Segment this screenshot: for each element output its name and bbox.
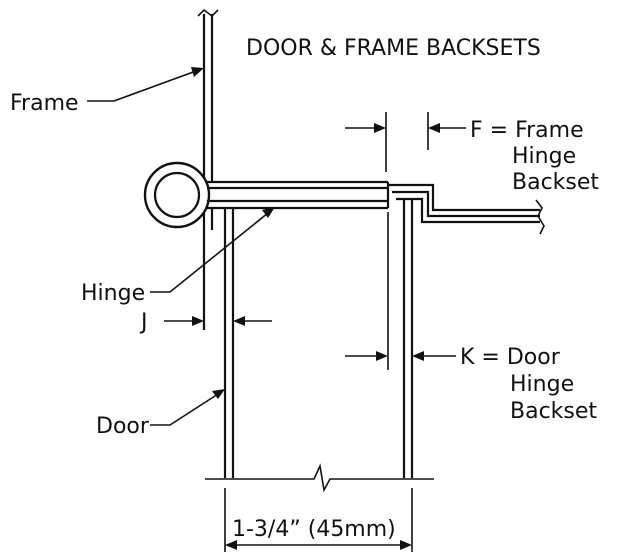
j-label: J <box>139 310 148 335</box>
dimension-k <box>345 212 456 370</box>
k-label-line2: Hinge <box>510 372 574 397</box>
hinge-barrel <box>143 161 211 229</box>
diagram-title: DOOR & FRAME BACKSETS <box>246 36 541 61</box>
frame-label: Frame <box>10 91 79 116</box>
hinge-leaves <box>207 180 390 210</box>
dimension-j <box>164 316 272 326</box>
hinge-label: Hinge <box>81 281 145 306</box>
hinge-leader <box>150 207 275 293</box>
frame-leader <box>87 67 204 102</box>
door <box>223 199 414 478</box>
dimension-f <box>345 112 466 172</box>
door-leader <box>150 389 225 426</box>
k-label-line3: Backset <box>510 399 597 424</box>
thickness-dimension <box>224 488 413 552</box>
jamb-break-mark <box>535 199 545 235</box>
door-label: Door <box>96 414 150 439</box>
frame-break-mark <box>197 8 219 18</box>
frame <box>197 8 219 330</box>
f-label-line2: Hinge <box>512 144 576 169</box>
thickness-label: 1-3/4” (45mm) <box>232 517 396 542</box>
f-label-line3: Backset <box>512 170 599 195</box>
frame-jamb-profile <box>388 183 545 235</box>
bottom-break-line <box>205 463 434 493</box>
f-label-line1: F = Frame <box>470 118 584 143</box>
k-label-line1: K = Door <box>460 345 561 370</box>
